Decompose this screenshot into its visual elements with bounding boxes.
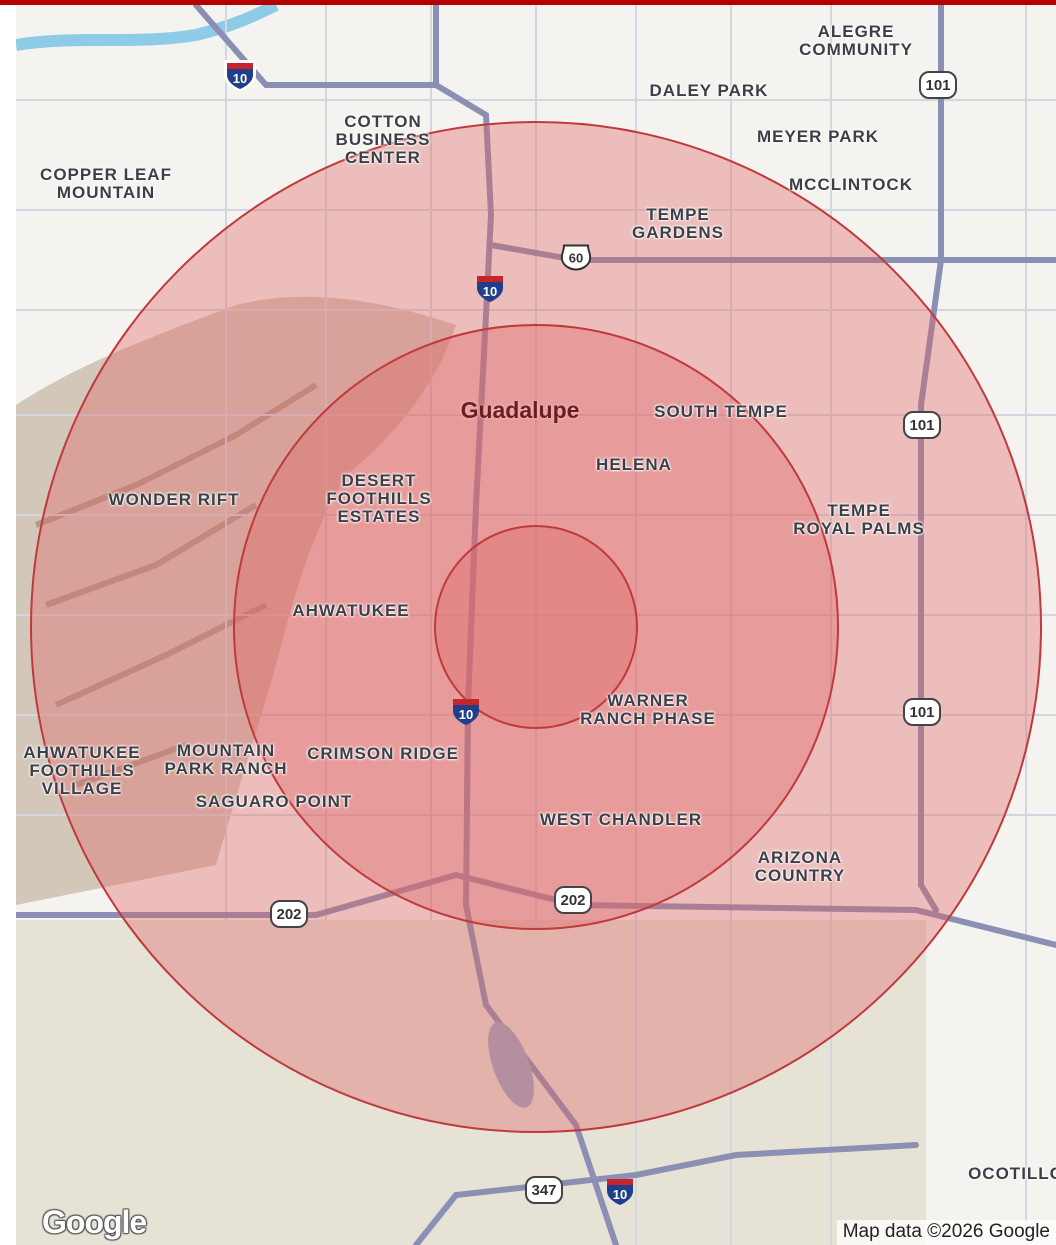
highway-101-shield: 101	[903, 411, 941, 439]
place-label-ocotillo: OCOTILLO	[968, 1164, 1056, 1183]
place-label-cotton-business-center: COTTON BUSINESS CENTER	[335, 112, 431, 167]
highway-101-shield: 101	[919, 71, 957, 99]
place-label-warner-ranch-phase: WARNER RANCH PHASE	[580, 691, 716, 728]
terrain-ridges	[34, 382, 318, 788]
place-label-south-tempe: SOUTH TEMPE	[654, 402, 788, 421]
map-base	[16, 5, 1056, 1245]
place-label-mountain-park-ranch: MOUNTAIN PARK RANCH	[164, 741, 288, 778]
place-label-tempe-gardens: TEMPE GARDENS	[631, 205, 725, 242]
place-label-helena: HELENA	[596, 455, 672, 474]
svg-text:10: 10	[613, 1187, 627, 1202]
place-label-daley-park: DALEY PARK	[649, 81, 769, 100]
highway-347-shield: 347	[525, 1176, 563, 1204]
radius-ring-inner	[434, 525, 638, 729]
highway-202-shield: 202	[554, 886, 592, 914]
highway-202-shield: 202	[270, 900, 308, 928]
place-label-saguaro-point: SAGUARO POINT	[195, 792, 353, 811]
highway-101-shield: 101	[903, 698, 941, 726]
svg-text:10: 10	[459, 707, 473, 722]
place-label-arizona-country: ARIZONA COUNTRY	[754, 848, 846, 885]
svg-text:60: 60	[569, 251, 583, 266]
interstate-10-shield: 10	[223, 57, 257, 93]
place-label-alegre-community: ALEGRE COMMUNITY	[799, 22, 913, 59]
place-label-guadalupe: Guadalupe	[460, 397, 580, 423]
river	[16, 5, 279, 51]
svg-text:10: 10	[233, 71, 247, 86]
place-label-mcclintock: MCCLINTOCK	[789, 175, 913, 194]
radius-rings	[30, 121, 1042, 1133]
interstate-10-shield: 10	[603, 1173, 637, 1209]
google-logo[interactable]: Google	[42, 1204, 147, 1240]
street-grid	[16, 5, 1056, 1245]
place-label-crimson-ridge: CRIMSON RIDGE	[307, 744, 459, 763]
place-label-ahwatukee: AHWATUKEE	[292, 601, 410, 620]
top-red-bar	[0, 0, 1056, 5]
place-label-meyer-park: MEYER PARK	[756, 127, 880, 146]
radius-ring-outer	[30, 121, 1042, 1133]
place-label-desert-foothills-estates: DESERT FOOTHILLS ESTATES	[326, 471, 432, 526]
map-view[interactable]: ALEGRE COMMUNITY DALEY PARK COTTON BUSIN…	[16, 5, 1056, 1245]
map-attribution[interactable]: Map data ©2026 Google	[836, 1220, 1056, 1245]
place-label-ahwatukee-foothills-village: AHWATUKEE FOOTHILLS VILLAGE	[23, 743, 141, 798]
svg-text:10: 10	[483, 284, 497, 299]
us-60-shield: 60	[560, 244, 592, 277]
lake	[488, 1022, 534, 1108]
radius-ring-middle	[233, 324, 839, 930]
place-label-tempe-royal-palms: TEMPE ROYAL PALMS	[793, 501, 925, 538]
interstate-10-shield: 10	[449, 693, 483, 729]
place-label-west-chandler: WEST CHANDLER	[539, 810, 703, 829]
interstate-10-shield: 10	[473, 270, 507, 306]
place-label-copper-leaf-mountain: COPPER LEAF MOUNTAIN	[40, 165, 172, 202]
place-label-wonder-rift: WONDER RIFT	[108, 490, 240, 509]
